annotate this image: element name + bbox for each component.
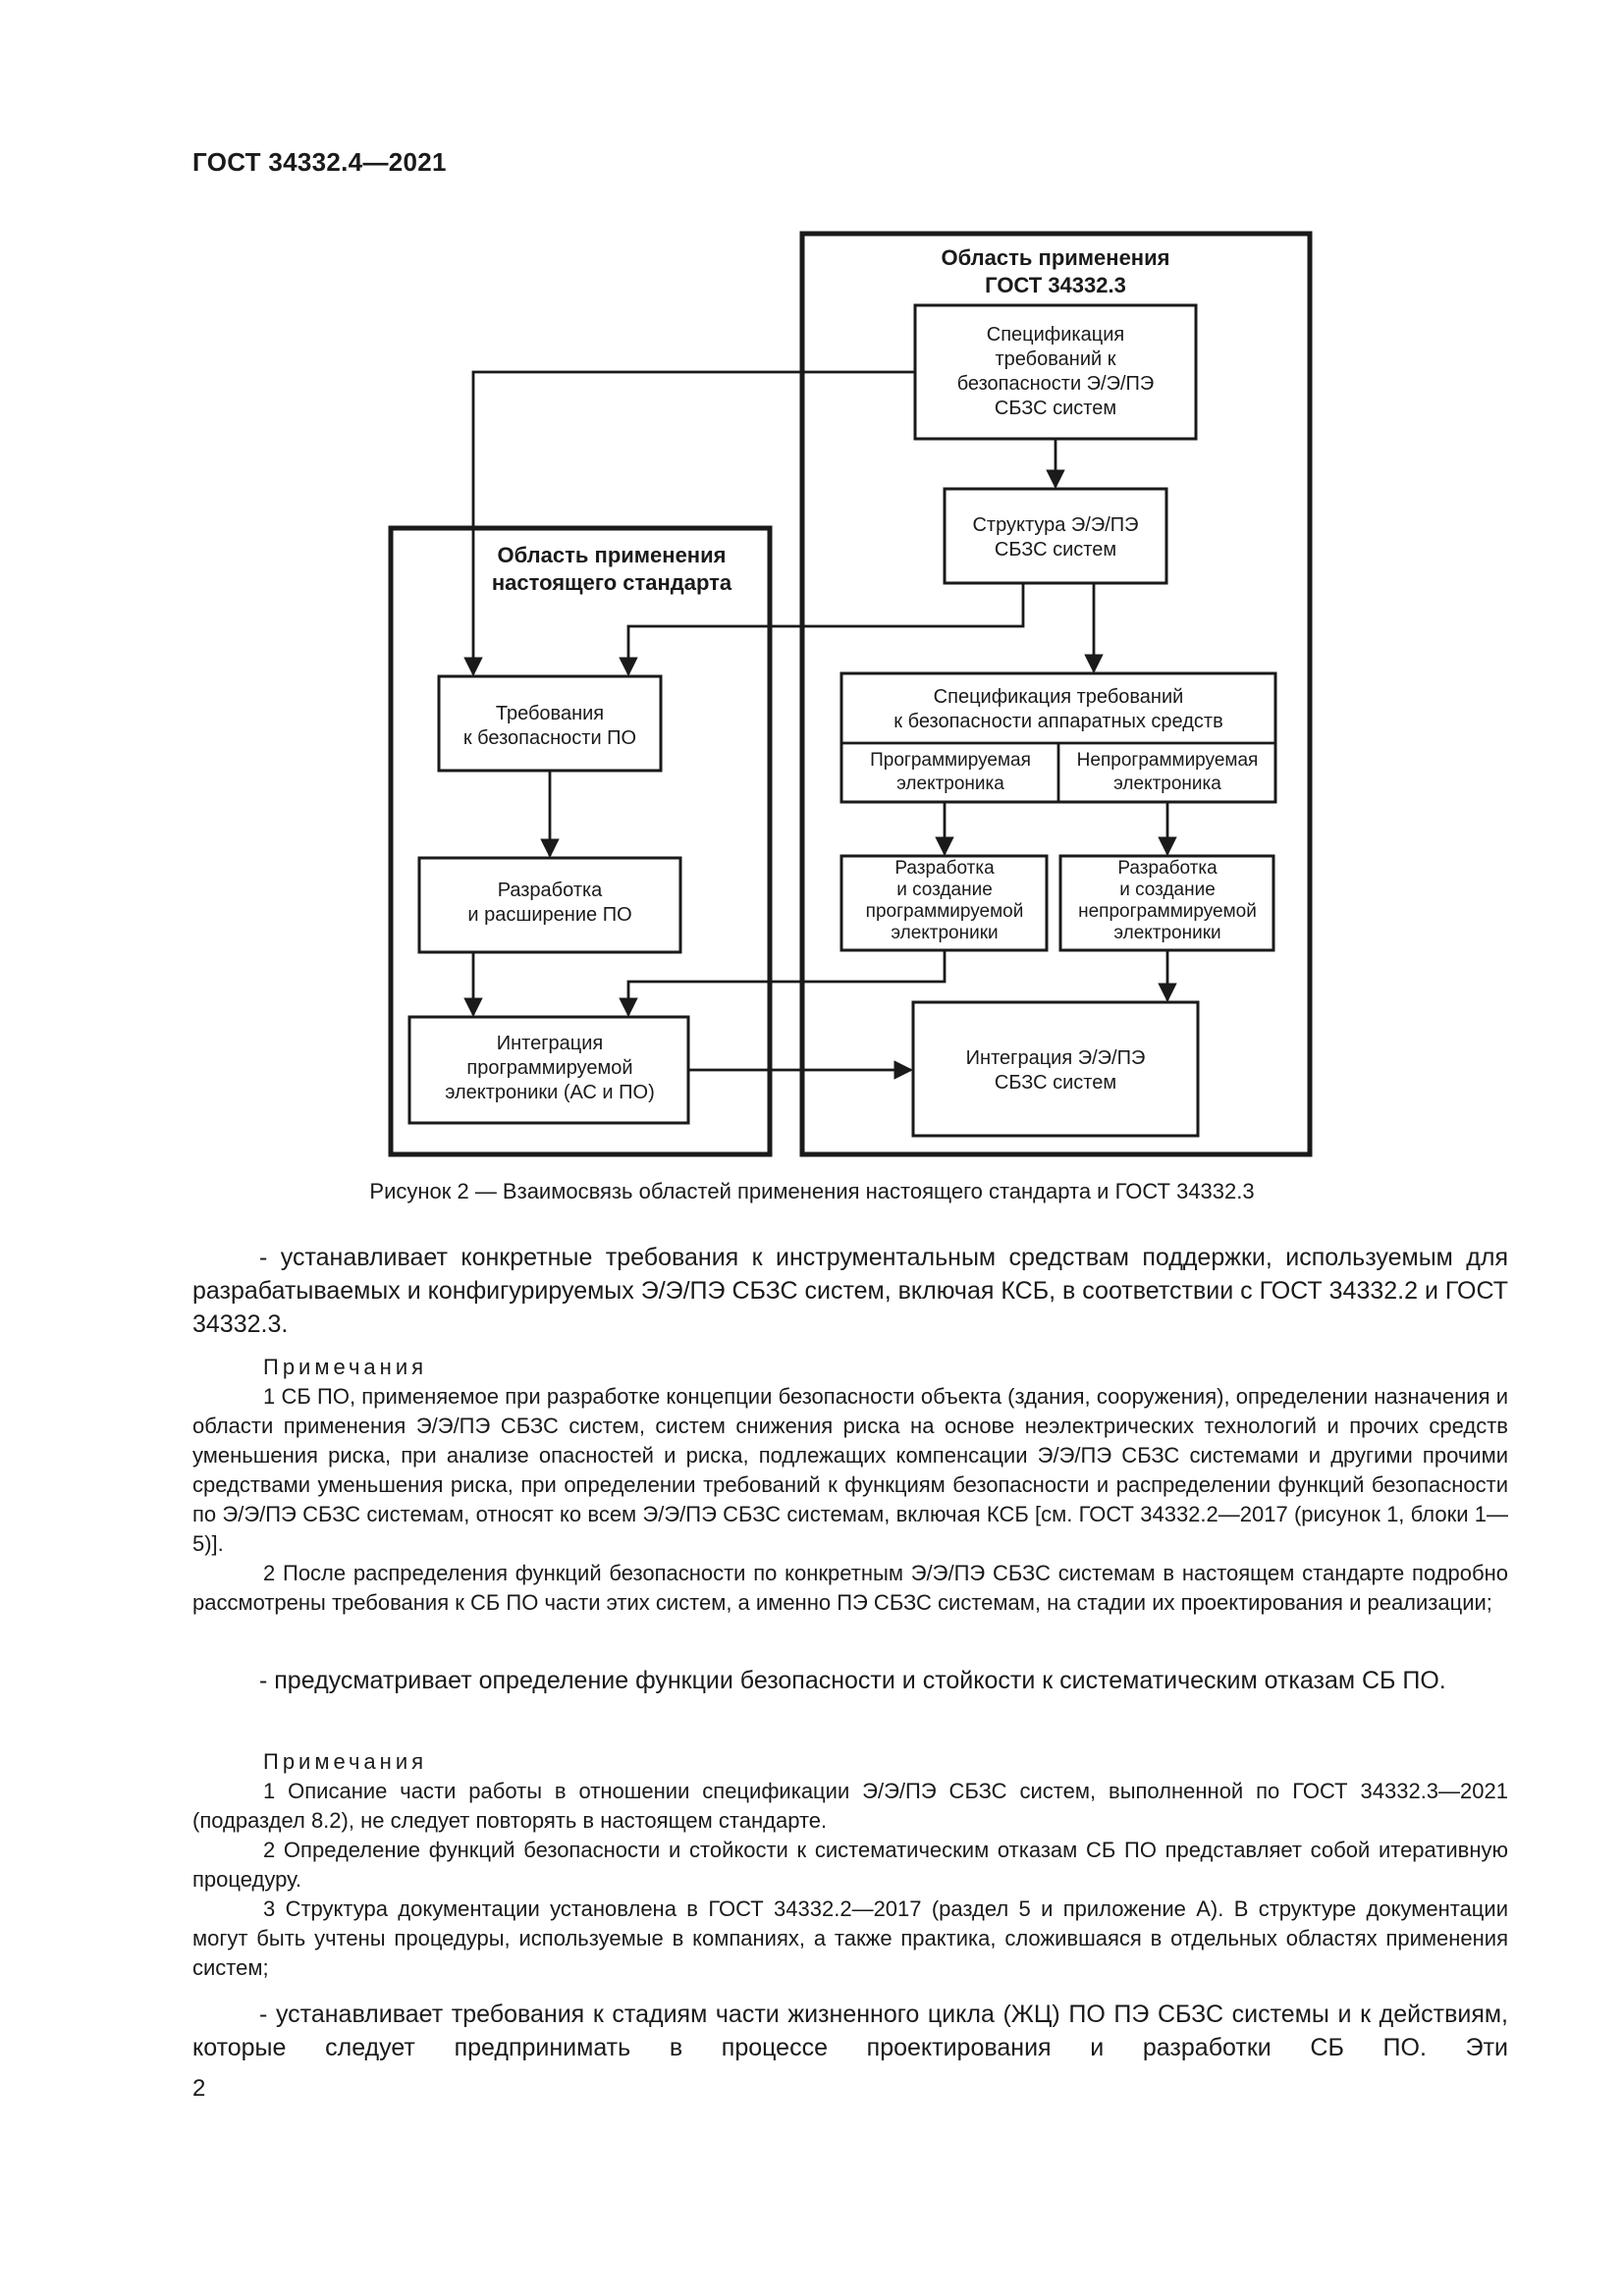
spec-requirements-line4: СБЗС систем bbox=[995, 398, 1116, 419]
integration-system-line1: Интеграция Э/Э/ПЭ bbox=[966, 1047, 1146, 1069]
sw-development-line1: Разработка bbox=[498, 880, 603, 901]
paragraph-functions: - предусматривает определение функции бе… bbox=[259, 1667, 1446, 1694]
this-standard-scope-frame bbox=[388, 525, 773, 1157]
dev-nonprogrammable-line4: электроники bbox=[1113, 923, 1220, 943]
notes-heading-2: Примечания bbox=[263, 1749, 428, 1774]
dev-programmable-line1: Разработка bbox=[894, 858, 995, 879]
notes-heading-1: Примечания bbox=[263, 1355, 428, 1379]
paragraph-tools: - устанавливает конкретные требования к … bbox=[192, 1244, 1508, 1338]
note-2-1: 1 Описание части работы в отношении спец… bbox=[192, 1779, 1508, 1833]
dev-nonprogrammable-line1: Разработка bbox=[1117, 858, 1218, 879]
note-2-2: 2 Определение функций безопасности и сто… bbox=[192, 1838, 1508, 1892]
integration-pe-line2: программируемой bbox=[466, 1057, 632, 1079]
dev-programmable-line3: программируемой bbox=[866, 901, 1024, 922]
structure-box bbox=[943, 487, 1168, 585]
paragraph-lifecycle: - устанавливает требования к стадиям час… bbox=[192, 2001, 1508, 2061]
sw-requirements-line2: к безопасности ПО bbox=[463, 727, 636, 749]
integration-system-line2: СБЗС систем bbox=[995, 1072, 1116, 1094]
section-notes1: Примечания 1 СБ ПО, применяемое при разр… bbox=[192, 1353, 1508, 1618]
page-number: 2 bbox=[192, 2075, 206, 2102]
dev-nonprogrammable-line3: непрограммируемой bbox=[1078, 901, 1257, 922]
note-2-3: 3 Структура документации установлена в Г… bbox=[192, 1896, 1508, 1980]
section-notes2: Примечания 1 Описание части работы в отн… bbox=[192, 1747, 1508, 1983]
spec-requirements-line2: требований к bbox=[996, 348, 1116, 370]
programmable-line2: электроника bbox=[896, 774, 1004, 794]
integration-pe-line1: Интеграция bbox=[497, 1033, 603, 1054]
integration-pe-line3: электроники (АС и ПО) bbox=[445, 1082, 655, 1103]
right-frame-title-line1: Область применения bbox=[942, 245, 1170, 270]
structure-line2: СБЗС систем bbox=[995, 539, 1116, 561]
gost-34332-3-scope-frame bbox=[799, 231, 1313, 1157]
sw-development-line2: и расширение ПО bbox=[467, 904, 631, 926]
hw-spec-line2: к безопасности аппаратных средств bbox=[893, 711, 1222, 732]
arrow-spec-to-sw-requirements bbox=[463, 370, 915, 676]
structure-line1: Структура Э/Э/ПЭ bbox=[972, 514, 1138, 536]
nonprogrammable-line2: электроника bbox=[1113, 774, 1221, 794]
nonprogrammable-line1: Непрограммируемая bbox=[1077, 750, 1259, 771]
hw-spec-line1: Спецификация требований bbox=[934, 686, 1184, 708]
spec-requirements-line3: безопасности Э/Э/ПЭ bbox=[957, 373, 1155, 395]
section-p1: - устанавливает конкретные требования к … bbox=[192, 1241, 1508, 1341]
section-p3: - устанавливает требования к стадиям час… bbox=[192, 1998, 1508, 2064]
document-header: ГОСТ 34332.4—2021 bbox=[192, 147, 447, 177]
right-frame-title-line2: ГОСТ 34332.3 bbox=[985, 273, 1126, 297]
note-1-1: 1 СБ ПО, применяемое при разработке конц… bbox=[192, 1384, 1508, 1556]
sw-development-box bbox=[417, 856, 682, 954]
arrow-dev-programmable-to-integration bbox=[619, 950, 947, 1017]
section-p2: - предусматривает определение функции бе… bbox=[192, 1664, 1508, 1697]
left-frame-title-line2: настоящего стандарта bbox=[492, 570, 732, 595]
dev-programmable-line2: и создание bbox=[896, 880, 993, 900]
note-1-2: 2 После распределения функций безопаснос… bbox=[192, 1561, 1508, 1615]
arrow-structure-to-sw-requirements bbox=[619, 583, 1025, 676]
integration-system-box bbox=[911, 1000, 1200, 1138]
left-frame-title-line1: Область применения bbox=[498, 543, 727, 567]
spec-requirements-line1: Спецификация bbox=[987, 324, 1124, 346]
scope-diagram: Область применения ГОСТ 34332.3 Область … bbox=[388, 231, 1313, 1157]
programmable-line1: Программируемая bbox=[870, 750, 1031, 771]
dev-nonprogrammable-line2: и создание bbox=[1119, 880, 1216, 900]
dev-programmable-line4: электроники bbox=[891, 923, 998, 943]
sw-requirements-line1: Требования bbox=[496, 703, 604, 724]
figure-caption: Рисунок 2 — Взаимосвязь областей примене… bbox=[369, 1179, 1255, 1203]
